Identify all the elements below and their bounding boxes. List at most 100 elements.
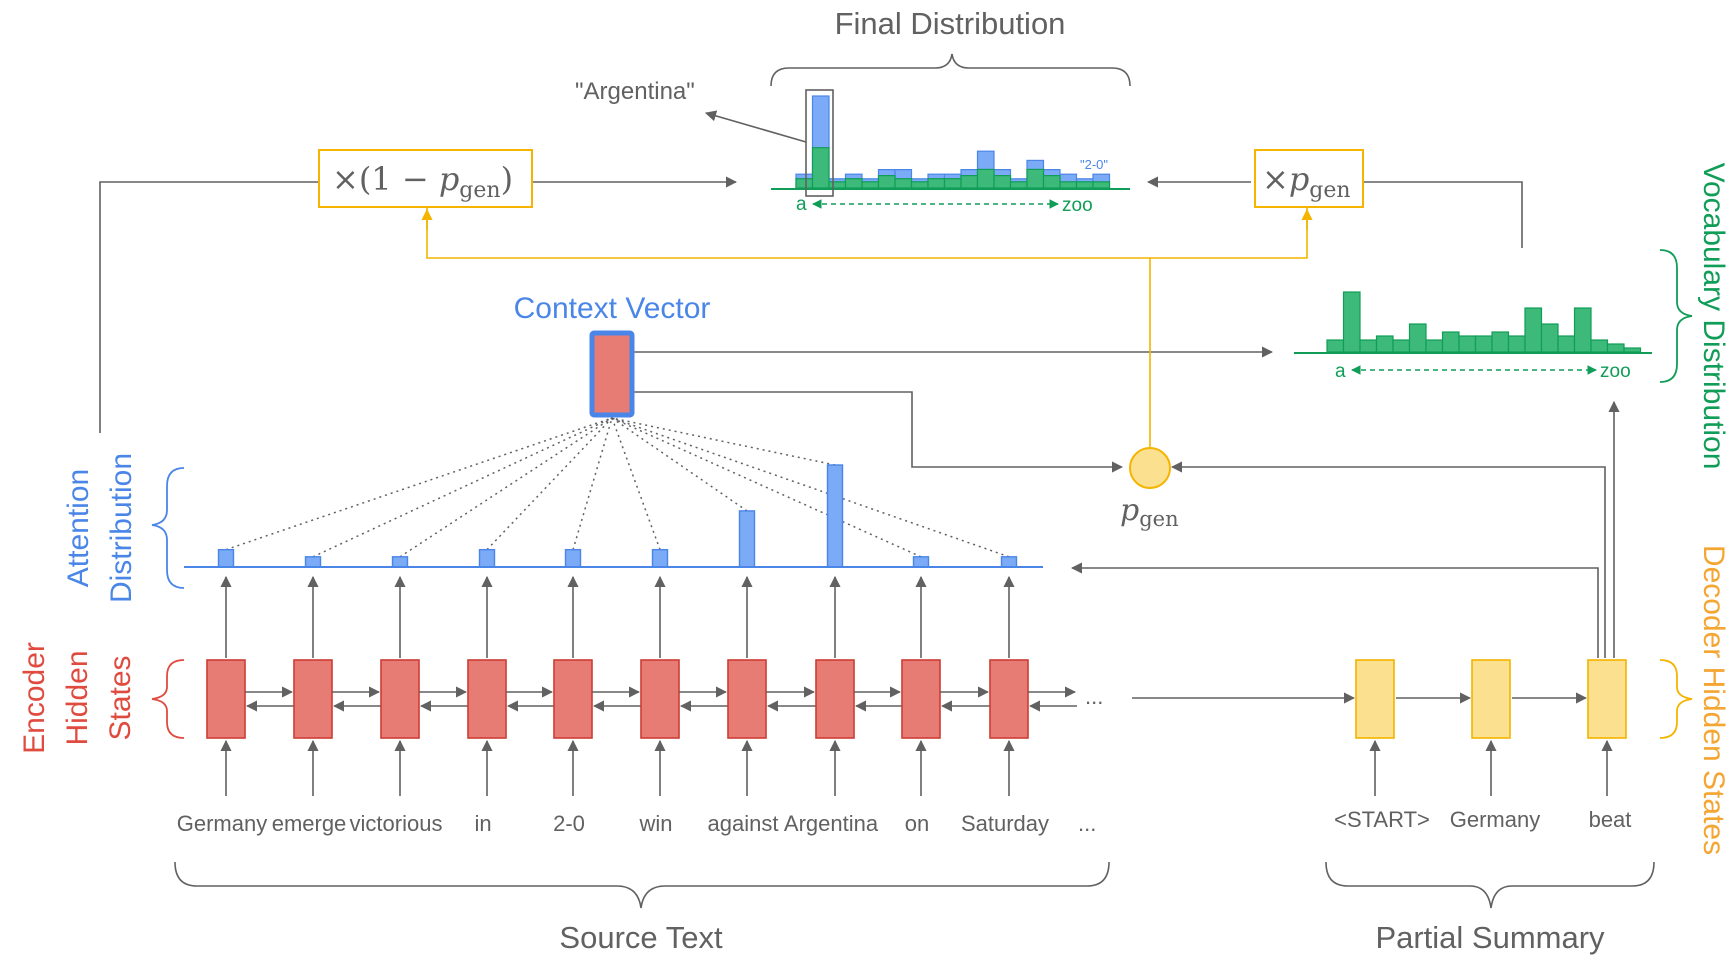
- vocab-bar: [1342, 291, 1361, 353]
- attention-dotted-line: [611, 417, 1010, 558]
- decoder-to-attention-arrow: [1070, 562, 1599, 658]
- encoder-hidden-state: [815, 659, 855, 739]
- vocab-bar: [1392, 339, 1411, 353]
- attention-bars: [217, 464, 1018, 568]
- final-generate-bar: [976, 168, 995, 189]
- final-generate-bar: [1009, 181, 1028, 189]
- attention-brace: [151, 467, 185, 589]
- context-vector-box: [589, 330, 635, 418]
- encoder-to-copy-weight-line: [99, 181, 318, 433]
- connectors: [99, 176, 1620, 704]
- final-generate-bar: [894, 178, 913, 189]
- decoder-to-pgen-arrow: [1170, 461, 1606, 658]
- final-generate-bar: [1059, 181, 1078, 189]
- attention-label-line1: Attention: [62, 469, 95, 587]
- context-to-pgen-arrow: [633, 391, 1124, 473]
- final-generate-bar: [943, 178, 962, 189]
- encoder-hidden-state: [467, 659, 507, 739]
- partial-summary-brace: [1325, 861, 1655, 909]
- decoder-row: [1355, 659, 1627, 796]
- vocab-bar: [1557, 335, 1576, 353]
- encoder-hidden-state: [989, 659, 1029, 739]
- encoder-hidden-state: [901, 659, 941, 739]
- summary-word: Germany: [1450, 807, 1540, 832]
- argentina-annotation: "Argentina": [575, 78, 695, 105]
- vocab-bar: [1408, 323, 1427, 353]
- context-vector: [589, 330, 635, 418]
- source-word: 2-0: [553, 811, 585, 836]
- vocab-bar: [1524, 307, 1543, 353]
- final-generate-bar: [828, 181, 847, 189]
- vocab-bar: [1507, 335, 1526, 353]
- decoder-hidden-state: [1587, 659, 1627, 739]
- copy-weight-box: [318, 149, 533, 208]
- vocabulary-distribution-bars: [1326, 291, 1642, 353]
- vocabulary-brace: [1659, 249, 1693, 383]
- pgen-label: pgen: [1120, 493, 1179, 531]
- attention-dotted-lines: [225, 417, 1010, 558]
- partial-summary-title: Partial Summary: [1375, 920, 1605, 955]
- vocab-bar: [1590, 339, 1609, 353]
- attention-bar: [826, 464, 844, 568]
- attention-dotted-line: [611, 417, 836, 466]
- final-axis-end: zoo: [1062, 195, 1093, 216]
- source-word: on: [905, 811, 929, 836]
- attention-bar: [564, 548, 582, 568]
- final-generate-bar: [960, 175, 979, 189]
- final-generate-bar: [811, 147, 830, 189]
- encoder-hidden-state: [380, 659, 420, 739]
- source-ellipsis: ...: [1078, 811, 1096, 836]
- source-text-title: Source Text: [559, 920, 723, 955]
- summary-word: <START>: [1334, 807, 1430, 832]
- vocab-bar: [1491, 331, 1510, 353]
- attention-label-line2: Distribution: [105, 453, 138, 603]
- vocab-bar: [1425, 339, 1444, 353]
- final-generate-bar: [1075, 181, 1094, 189]
- decoder-hidden-states-label: Decoder Hidden States: [1697, 545, 1730, 855]
- encoder-hidden-state: [206, 659, 246, 739]
- attention-bar: [651, 548, 669, 568]
- decoder-hidden-state: [1471, 659, 1511, 739]
- pgen-node: [1129, 447, 1171, 489]
- encoder-label-line1: Encoder: [18, 642, 51, 754]
- encoder-hidden-state: [727, 659, 767, 739]
- vocab-to-gen-weight-line: [1363, 181, 1523, 248]
- attention-dotted-line: [611, 417, 748, 512]
- decoder-hidden-state: [1355, 659, 1395, 739]
- encoder-label-line3: States: [104, 655, 137, 740]
- final-distribution-brace: [770, 53, 1131, 87]
- copy-weight-formula: ×(1 − pgen): [332, 160, 513, 203]
- final-distribution-title: Final Distribution: [835, 6, 1066, 41]
- attention-dotted-line: [312, 417, 613, 558]
- decoder-brace: [1659, 659, 1693, 739]
- final-generate-bar: [910, 181, 929, 189]
- final-generate-bar: [1042, 175, 1061, 189]
- final-generate-bar: [927, 178, 946, 189]
- final-generate-bar: [844, 178, 863, 189]
- source-word: Germany: [177, 811, 267, 836]
- attention-bar: [304, 556, 322, 568]
- gold-horizontal-line: [426, 208, 1308, 259]
- encoder-hidden-state: [640, 659, 680, 739]
- gen-weight-box: [1254, 149, 1364, 208]
- vocab-bar: [1573, 307, 1592, 353]
- attention-dotted-line: [225, 417, 613, 551]
- vocab-bar: [1623, 347, 1642, 353]
- attention-bar: [912, 556, 930, 568]
- vocab-bar: [1441, 331, 1460, 353]
- vocab-axis-start: a: [1335, 361, 1346, 382]
- vocab-bar: [1375, 335, 1394, 353]
- context-vector-title: Context Vector: [514, 292, 711, 325]
- vocab-bar: [1458, 335, 1477, 353]
- source-word: win: [638, 811, 672, 836]
- vocab-axis-end: zoo: [1600, 361, 1631, 382]
- argentina-highlight-box: [805, 89, 834, 197]
- encoder-hidden-state: [553, 659, 593, 739]
- source-word: Saturday: [961, 811, 1049, 836]
- source-word: Argentina: [784, 811, 879, 836]
- attention-dotted-line: [572, 417, 613, 550]
- final-generate-bar: [993, 175, 1012, 189]
- encoder-hidden-state: [293, 659, 333, 739]
